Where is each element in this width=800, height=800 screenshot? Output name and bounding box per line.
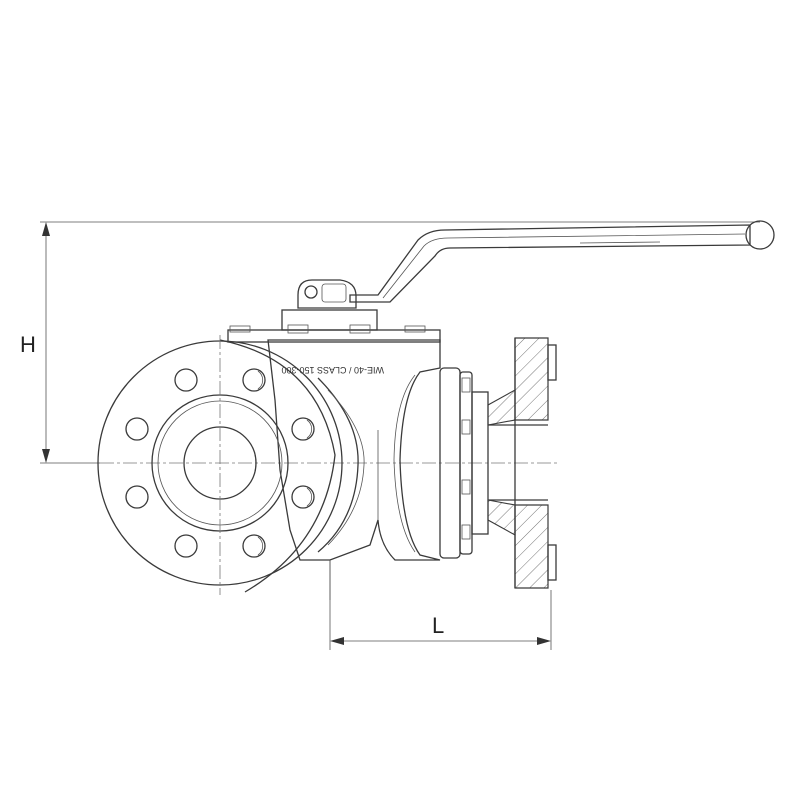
end-cap [439, 367, 489, 559]
right-neck-lower-hatch [487, 499, 516, 536]
h-label: H [20, 332, 36, 357]
right-flange-lower-hatch [514, 504, 549, 589]
bolt-hole-2-shade [306, 419, 313, 439]
bolt-hole-4-shade [257, 536, 264, 556]
right-flange-face-top [547, 344, 557, 381]
end-cap-spigot [471, 391, 489, 535]
bolt-hole-8 [174, 368, 198, 392]
gland-nut-right [349, 324, 371, 334]
flange-rim-side [219, 339, 336, 593]
body-contour [393, 374, 416, 553]
bolt-hole-1 [242, 368, 266, 392]
h-arrow-top [42, 222, 50, 236]
bolt-hole-6 [125, 485, 149, 509]
l-arrow-left [330, 637, 344, 645]
bolt-3 [461, 479, 471, 495]
dimension-h: H [20, 221, 760, 464]
handle-knob [745, 220, 775, 250]
bolt-hole-3 [291, 485, 315, 509]
body-marking: WIE-40 / CLASS 150-300 [281, 365, 384, 375]
stem-nut [321, 283, 347, 303]
l-arrow-right [537, 637, 551, 645]
bolt-2 [461, 419, 471, 435]
bolt-hole-4 [242, 534, 266, 558]
bonnet [227, 309, 441, 343]
gland-housing [281, 309, 378, 331]
bolt-hole-3-shade [306, 487, 313, 507]
l-label: L [432, 613, 444, 638]
body-outline [267, 339, 441, 561]
top-bolt-left [229, 325, 251, 333]
bolt-hole-5 [174, 534, 198, 558]
bolt-4 [461, 524, 471, 540]
top-bolt-right [404, 325, 426, 333]
stop-pin [304, 285, 318, 299]
body-neck-curve [317, 377, 359, 553]
bolt-hole-7 [125, 417, 149, 441]
body-neck-curve-2 [327, 389, 365, 546]
bolt-hole-1-shade [257, 370, 264, 390]
right-flange-upper-hatch [514, 337, 549, 421]
bolt-1 [461, 377, 471, 393]
lever-assembly [297, 220, 775, 309]
right-neck-upper-hatch [487, 389, 516, 426]
handle-lever-edge [382, 233, 746, 299]
left-flange [97, 335, 365, 595]
valve-body: WIE-40 / CLASS 150-300 [267, 339, 441, 561]
right-flange [487, 337, 557, 589]
lever-engraving [579, 241, 661, 244]
right-flange-face-bottom [547, 544, 557, 581]
dimension-l: L [329, 560, 552, 650]
gland-nut-left [287, 324, 309, 334]
bolt-hole-2 [291, 417, 315, 441]
h-arrow-bottom [42, 449, 50, 463]
stop-plate [297, 279, 357, 309]
